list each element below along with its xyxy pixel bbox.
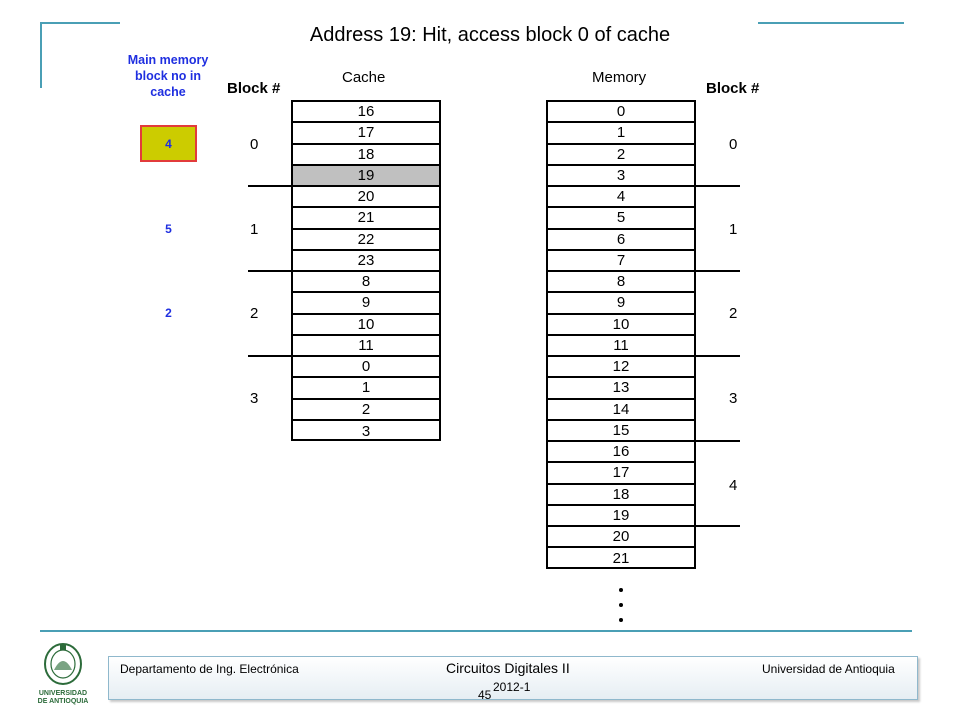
memory-cell: 3 <box>548 166 694 187</box>
cache-header: Cache <box>342 69 386 86</box>
footer-bar <box>108 656 918 700</box>
cache-tag-block-1: 5 <box>165 222 172 236</box>
memory-cell: 1 <box>548 123 694 145</box>
memory-cell: 19 <box>548 506 694 527</box>
memory-header: Memory <box>592 69 647 86</box>
frame-line-bottom <box>40 630 912 632</box>
memory-block-label-3: 3 <box>729 390 738 407</box>
frame-line-top-right <box>758 22 904 24</box>
memory-cell: 14 <box>548 400 694 421</box>
cache-tag-value: 4 <box>165 136 172 151</box>
cache-block-separator <box>248 355 291 357</box>
cache-cell: 3 <box>361 422 371 440</box>
memory-block-separator <box>696 440 740 442</box>
cache-cell: 23 <box>293 251 439 272</box>
footer-department: Departamento de Ing. Electrónica <box>120 662 299 676</box>
memory-block-number-header: Block # <box>706 80 760 97</box>
cache-block-separator <box>248 270 291 272</box>
memory-cell: 16 <box>548 442 694 464</box>
cache-cell: 21 <box>293 208 439 230</box>
cache-cell: 1 <box>293 378 439 400</box>
memory-block-separator <box>696 185 740 187</box>
memory-cell: 11 <box>548 336 694 357</box>
memory-cell: 15 <box>548 421 694 442</box>
continuation-dot <box>619 588 623 592</box>
footer-university: Universidad de Antioquia <box>762 662 895 676</box>
memory-cell: 12 <box>548 357 694 379</box>
memory-cell: 20 <box>548 527 694 549</box>
memory-cell: 0 <box>548 102 694 124</box>
memory-cell: 21 <box>612 550 630 568</box>
memory-block-separator <box>696 525 740 527</box>
cache-tag-block-2: 2 <box>165 306 172 320</box>
memory-cell: 2 <box>548 145 694 166</box>
cache-tag-block-0: 4 <box>140 125 197 162</box>
continuation-dot <box>619 603 623 607</box>
cache-cell: 0 <box>293 357 439 379</box>
university-logo-text: UNIVERSIDAD DE ANTIOQUIA <box>28 690 98 706</box>
frame-line-left <box>40 22 42 88</box>
main-memory-header-line-1: Main memory <box>127 53 209 67</box>
cache-cell: 10 <box>293 315 439 336</box>
memory-cell: 9 <box>548 293 694 315</box>
page-number: 45 <box>478 688 492 702</box>
memory-cell: 13 <box>548 378 694 400</box>
cache-cell: 9 <box>293 293 439 315</box>
cache-block-label-2: 2 <box>250 305 259 322</box>
main-memory-block-header: Main memory block no in cache <box>118 52 218 100</box>
slide-title: Address 19: Hit, access block 0 of cache <box>309 24 671 46</box>
cache-block-label-1: 1 <box>250 221 259 238</box>
cache-cell: 11 <box>293 336 439 357</box>
cache-block-number-header: Block # <box>227 80 281 97</box>
memory-cell: 18 <box>548 485 694 506</box>
logo-text-line-1: UNIVERSIDAD <box>38 690 88 697</box>
cache-block-label-0: 0 <box>250 136 259 153</box>
frame-line-top-left <box>40 22 120 24</box>
memory-cell: 17 <box>548 463 694 485</box>
memory-cell: 4 <box>548 187 694 209</box>
cache-cell: 8 <box>293 272 439 294</box>
main-memory-header-line-3: cache <box>150 85 186 99</box>
memory-block-label-4: 4 <box>729 477 738 494</box>
cache-cell: 20 <box>293 187 439 209</box>
memory-block-label-2: 2 <box>729 305 738 322</box>
cache-cell: 19 <box>293 165 439 187</box>
memory-cell: 7 <box>548 251 694 272</box>
memory-cell: 6 <box>548 230 694 251</box>
main-memory-header-line-2: block no in <box>135 69 201 83</box>
cache-cell: 16 <box>293 102 439 124</box>
memory-cell: 8 <box>548 272 694 294</box>
memory-block-label-0: 0 <box>729 136 738 153</box>
logo-text-line-2: DE ANTIOQUIA <box>37 698 89 705</box>
memory-cell: 10 <box>548 315 694 336</box>
cache-block-label-3: 3 <box>250 390 259 407</box>
memory-block-separator <box>696 270 740 272</box>
footer-course: Circuitos Digitales II <box>446 660 570 676</box>
cache-cell: 2 <box>293 400 439 421</box>
footer-semester: 2012-1 <box>493 680 531 694</box>
memory-cell: 5 <box>548 208 694 230</box>
continuation-dot <box>619 618 623 622</box>
memory-block-label-1: 1 <box>729 221 738 238</box>
cache-cell: 18 <box>293 145 439 166</box>
university-logo-icon <box>44 643 82 685</box>
memory-block-separator <box>696 355 740 357</box>
cache-cell: 17 <box>293 123 439 145</box>
cache-block-separator <box>248 185 291 187</box>
cache-cell: 22 <box>293 230 439 251</box>
